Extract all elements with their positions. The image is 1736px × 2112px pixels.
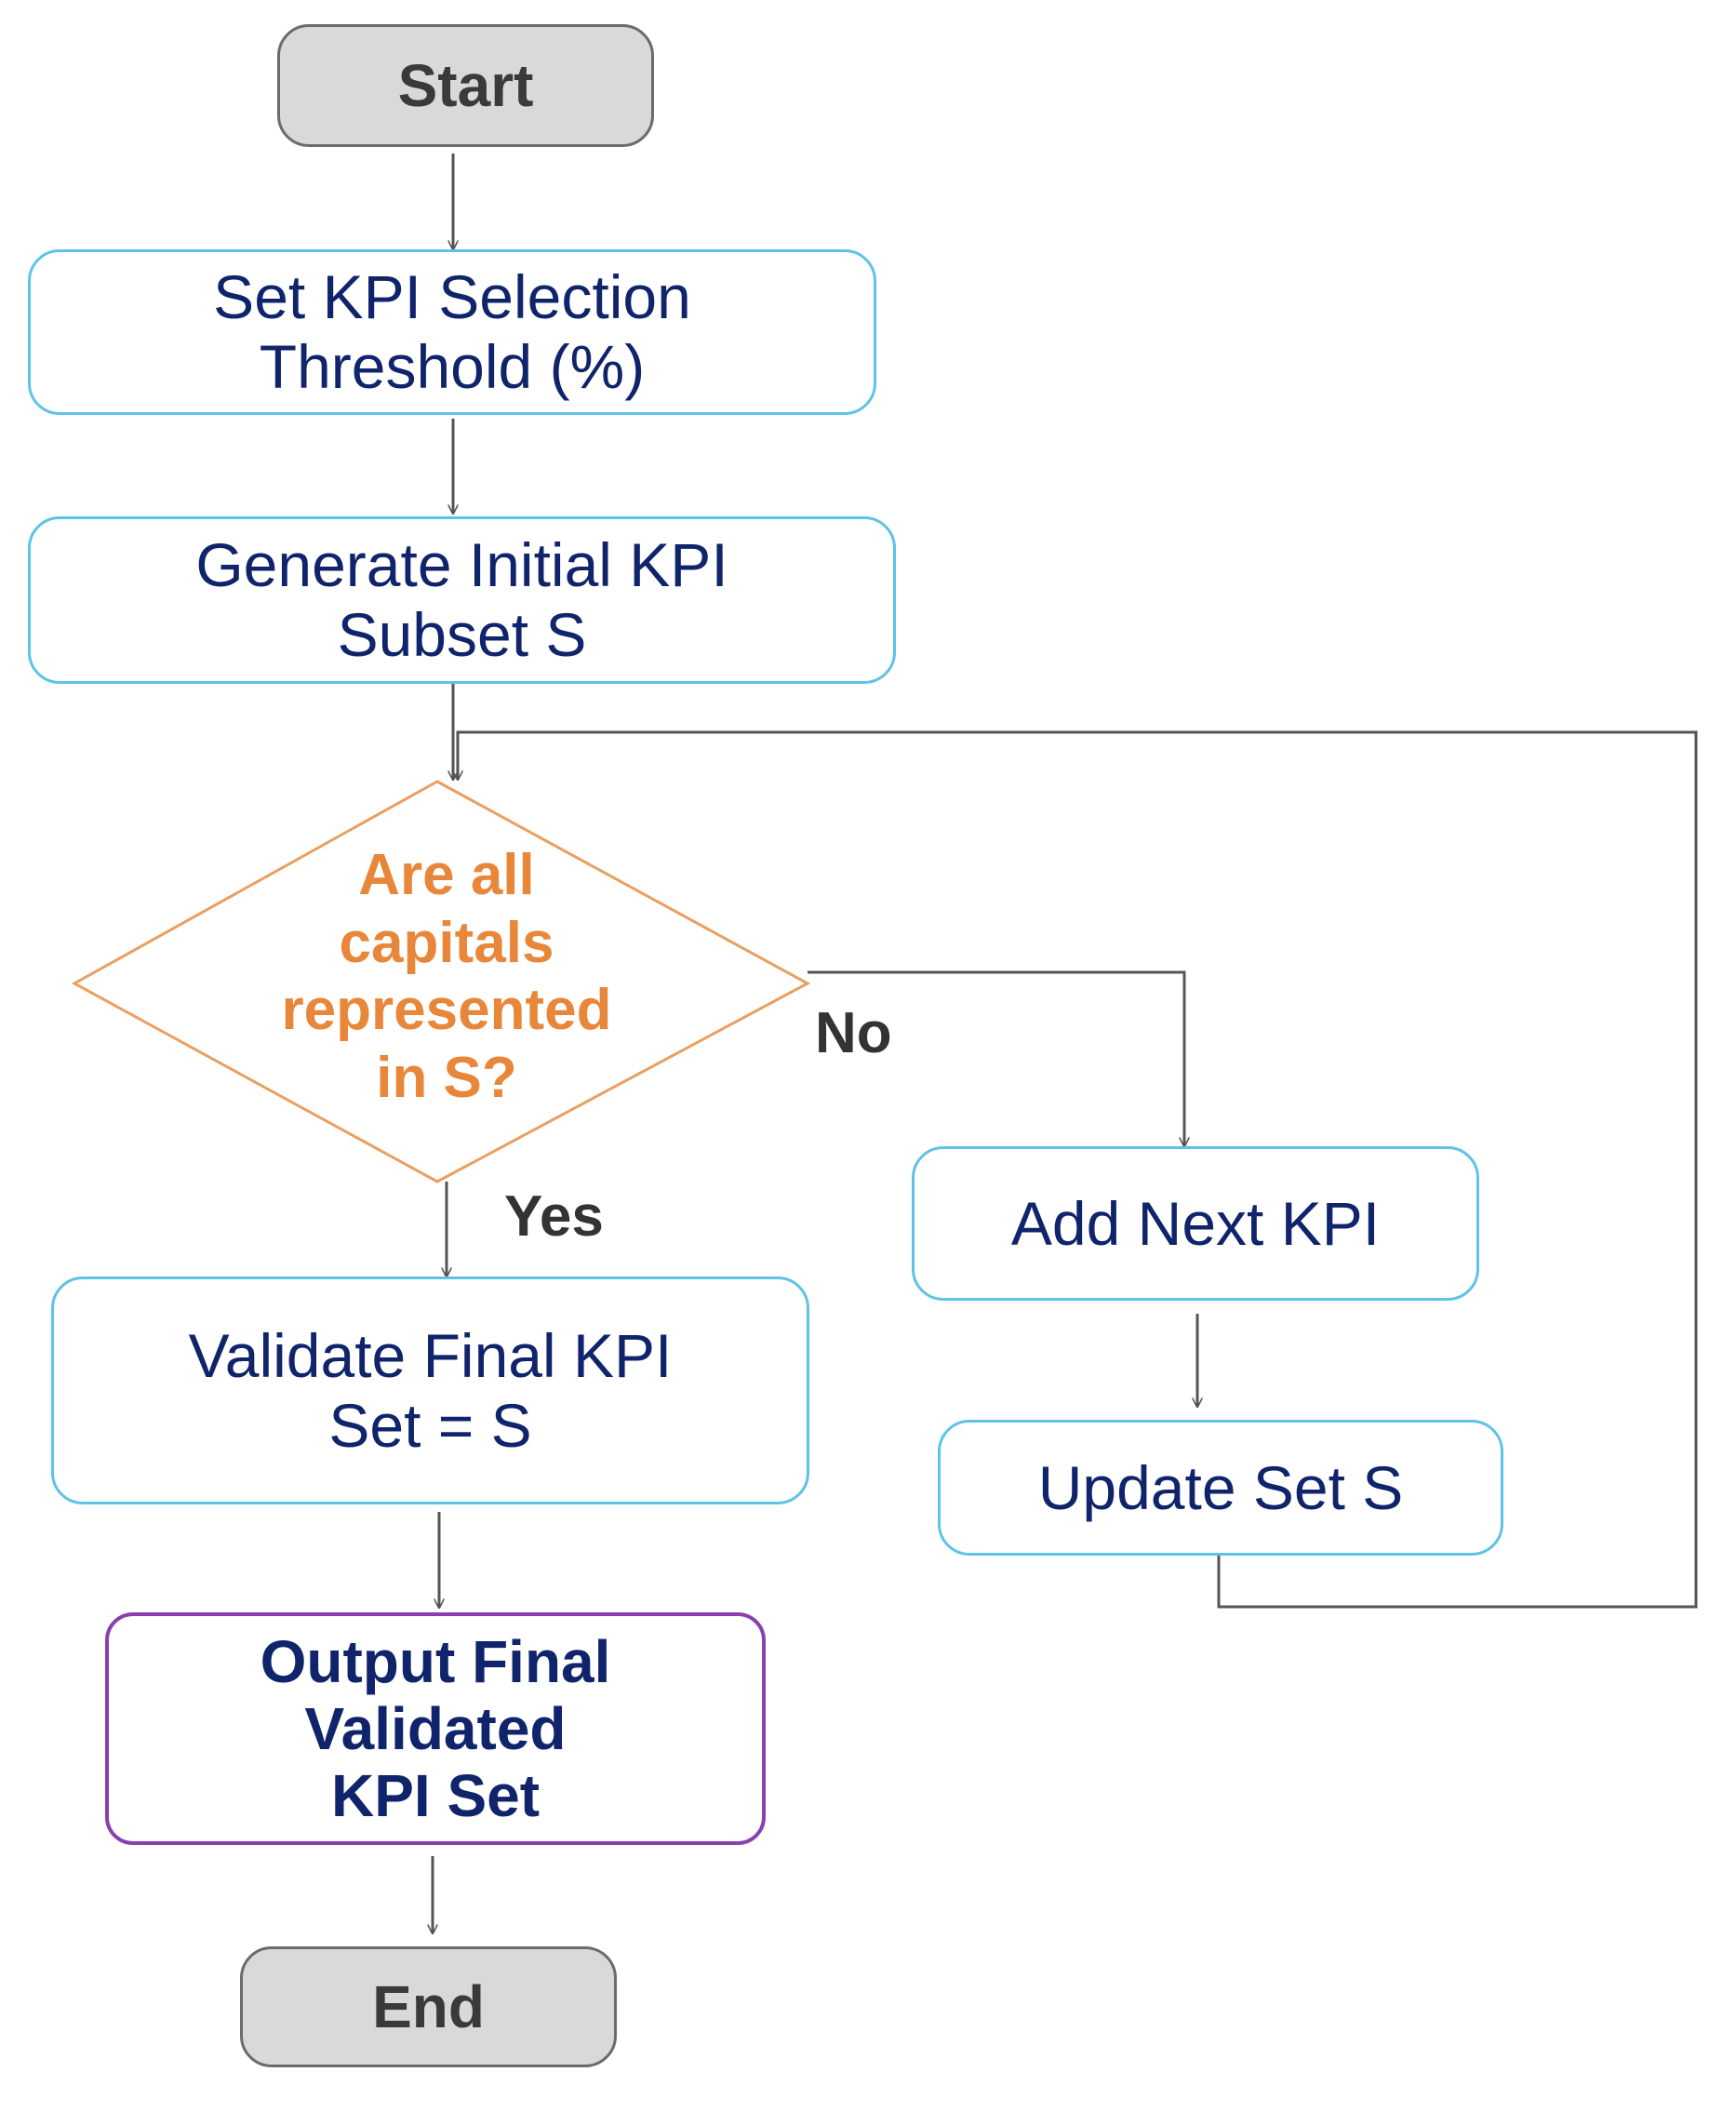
add-next-kpi-node: Add Next KPI xyxy=(912,1146,1479,1301)
decision-diamond xyxy=(71,780,811,1183)
update-set-label: Update Set S xyxy=(1037,1452,1404,1522)
validate-line-1: Validate Final KPI xyxy=(188,1320,673,1390)
decision-line-4: in S? xyxy=(376,1045,517,1110)
decision-line-2: capitals xyxy=(339,910,554,975)
validate-line-2: Set = S xyxy=(328,1390,532,1460)
set-threshold-line-1: Set KPI Selection xyxy=(213,262,691,332)
generate-subset-line-2: Subset S xyxy=(337,600,587,669)
decision-line-3: represented xyxy=(281,978,612,1043)
generate-subset-line-1: Generate Initial KPI xyxy=(195,530,728,600)
update-set-node: Update Set S xyxy=(938,1420,1503,1556)
output-line-3: KPI Set xyxy=(330,1762,541,1830)
yes-label: Yes xyxy=(504,1184,604,1249)
start-label: Start xyxy=(397,52,534,119)
output-line-1: Output Final xyxy=(260,1627,611,1695)
set-threshold-line-2: Threshold (%) xyxy=(259,332,646,401)
end-label: End xyxy=(372,1973,485,2040)
output-node: Output Final Validated KPI Set xyxy=(105,1612,766,1845)
end-node: End xyxy=(240,1946,617,2067)
decision-line-1: Are all xyxy=(358,843,535,907)
output-line-2: Validated xyxy=(304,1694,567,1762)
validate-node: Validate Final KPI Set = S xyxy=(51,1277,809,1504)
set-threshold-node: Set KPI Selection Threshold (%) xyxy=(28,249,876,415)
edge-decision-add xyxy=(808,970,1184,1146)
no-label: No xyxy=(815,1001,892,1065)
add-next-kpi-label: Add Next KPI xyxy=(1010,1188,1381,1258)
decision-label: Are all capitals represented in S? xyxy=(186,842,707,1112)
start-node: Start xyxy=(277,24,654,147)
generate-subset-node: Generate Initial KPI Subset S xyxy=(28,516,896,684)
edge-update-loop xyxy=(458,730,1698,1609)
